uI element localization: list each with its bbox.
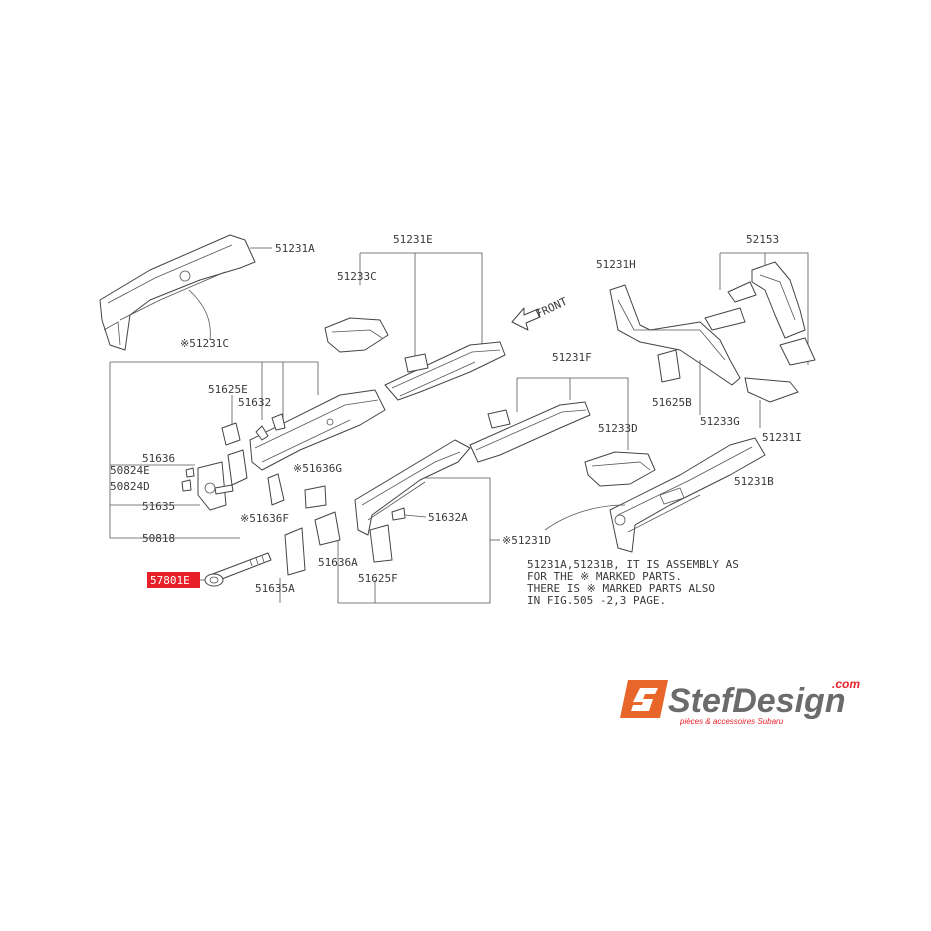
- note-line-3: THERE IS ※ MARKED PARTS ALSO: [527, 582, 715, 595]
- part-labels: 51231A ※51231C 51625E 51632 51636 50824E…: [110, 233, 802, 595]
- logo-tagline: pièces & accessoires Subaru: [679, 717, 784, 726]
- label-51625F: 51625F: [358, 572, 398, 585]
- front-arrow: [511, 307, 541, 331]
- label-51636: 51636: [142, 452, 175, 465]
- part-57801E-shape: [204, 552, 272, 587]
- label-57801E: 57801E: [150, 574, 190, 587]
- label-51233D: 51233D: [598, 422, 638, 435]
- stefdesign-logo[interactable]: StefDesign .com pièces & accessoires Sub…: [620, 677, 860, 726]
- label-51231E: 51231E: [393, 233, 433, 246]
- part-51231D-rail: [279, 439, 500, 604]
- sd-logo-mark: [620, 680, 668, 718]
- label-51231F: 51231F: [552, 351, 592, 364]
- group-51231E: [324, 252, 506, 401]
- label-51635: 51635: [142, 500, 175, 513]
- small-parts-left: [181, 413, 393, 576]
- label-51625B: 51625B: [652, 396, 692, 409]
- highlight-box: [147, 572, 200, 588]
- logo-suffix: .com: [832, 677, 860, 691]
- group-right-rear: [609, 252, 816, 428]
- label-51231I: 51231I: [762, 431, 802, 444]
- group-51231F: [469, 377, 629, 463]
- part-51231C-rail: [249, 389, 386, 471]
- part-51233D-shape: [584, 451, 656, 487]
- label-front: FRONT: [534, 295, 570, 321]
- note-line-4: IN FIG.505 -2,3 PAGE.: [527, 594, 666, 607]
- label-51625E: 51625E: [208, 383, 248, 396]
- label-51636F: ※51636F: [240, 512, 289, 525]
- label-51231A: 51231A: [275, 242, 315, 255]
- part-51231B-rail: [544, 437, 766, 553]
- part-51231A-shape: [99, 234, 256, 351]
- label-51636G: ※51636G: [293, 462, 342, 475]
- label-51233C: 51233C: [337, 270, 377, 283]
- label-51632A: 51632A: [428, 511, 468, 524]
- label-51231C: ※51231C: [180, 337, 229, 350]
- label-50824D: 50824D: [110, 480, 150, 493]
- label-51636A: 51636A: [318, 556, 358, 569]
- label-51233G: 51233G: [700, 415, 740, 428]
- label-52153: 52153: [746, 233, 779, 246]
- logo-name: StefDesign: [668, 682, 846, 720]
- label-51231H: 51231H: [596, 258, 636, 271]
- label-51632: 51632: [238, 396, 271, 409]
- note-line-2: FOR THE ※ MARKED PARTS.: [527, 570, 682, 583]
- highlight-57801E[interactable]: 57801E: [147, 572, 205, 588]
- label-51231B: 51231B: [734, 475, 774, 488]
- note-line-1: 51231A,51231B, IT IS ASSEMBLY AS: [527, 558, 739, 571]
- label-51635A: 51635A: [255, 582, 295, 595]
- label-51231D: ※51231D: [502, 534, 551, 547]
- label-50818: 50818: [142, 532, 175, 545]
- label-50824E: 50824E: [110, 464, 150, 477]
- assembly-note: 51231A,51231B, IT IS ASSEMBLY AS FOR THE…: [527, 558, 739, 607]
